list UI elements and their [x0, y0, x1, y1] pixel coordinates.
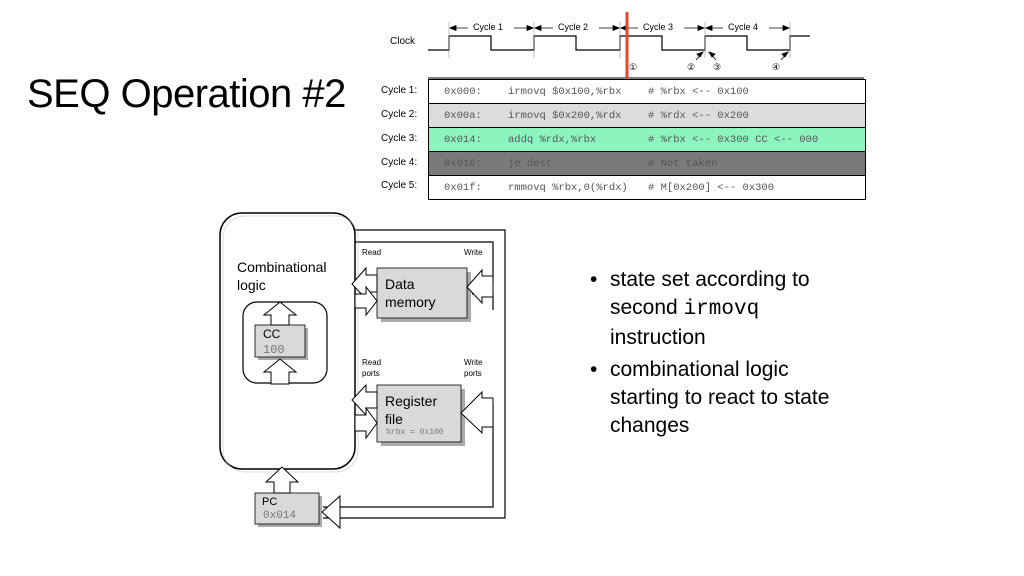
- instruction-address: 0x01f:: [444, 181, 482, 194]
- port-arrows: [264, 266, 494, 530]
- instruction-row: 0x01f: rmmovq %rbx,0(%rdx) # M[0x200] <-…: [429, 176, 865, 199]
- bullet-dot-icon: •: [590, 358, 598, 381]
- cc-label: CC: [263, 327, 281, 341]
- pc-value: 0x014: [263, 510, 297, 522]
- cc-register: [254, 324, 306, 358]
- instruction-row: 0x00a: irmovq $0x200,%rdx # %rdx <-- 0x2…: [429, 104, 865, 128]
- marker-4: ④: [772, 62, 781, 72]
- instruction-comment: # %rbx <-- 0x300 CC <-- 000: [648, 133, 819, 146]
- instruction-table: 0x000: irmovq $0x100,%rbx # %rbx <-- 0x1…: [428, 79, 866, 200]
- instruction-address: 0x000:: [444, 85, 482, 98]
- instruction-op: je dest: [508, 157, 553, 170]
- clock-label: Clock: [390, 36, 416, 47]
- bullet-text: instruction: [610, 326, 706, 349]
- combinational-logic-label: Combinational logic: [237, 259, 327, 293]
- cc-arrows: [262, 301, 298, 385]
- data-memory-block: [376, 267, 468, 319]
- instruction-row: 0x014: addq %rdx,%rbx # %rbx <-- 0x300 C…: [429, 128, 865, 152]
- bullet-item: • combinational logic starting to react …: [590, 356, 850, 440]
- instruction-address: 0x014:: [444, 133, 482, 146]
- cc-value: 100: [263, 343, 285, 357]
- marker-arrows: [695, 51, 789, 61]
- clock-waveform: [428, 35, 810, 51]
- instruction-comment: # M[0x200] <-- 0x300: [648, 181, 775, 194]
- instruction-op: rmmovq %rbx,0(%rdx): [508, 181, 628, 194]
- write-ports-label: Write ports: [464, 358, 483, 378]
- instruction-op: irmovq $0x100,%rbx: [508, 85, 622, 98]
- read-label: Read: [362, 248, 382, 257]
- bullet-text: state set according to second: [610, 268, 810, 319]
- pc-register: [254, 492, 320, 525]
- cycle-row-label: Cycle 2:: [381, 109, 418, 120]
- instruction-row: 0x016: je dest # Not taken: [429, 152, 865, 176]
- bullet-code: irmovq: [683, 298, 760, 321]
- instruction-comment: # %rbx <-- 0x100: [648, 85, 749, 98]
- bullet-dot-icon: •: [590, 268, 598, 291]
- instruction-row: 0x000: irmovq $0x100,%rbx # %rbx <-- 0x1…: [429, 80, 865, 104]
- write-label: Write: [464, 248, 483, 257]
- slide-title: SEQ Operation #2: [27, 72, 346, 116]
- cycle-row-label: Cycle 1:: [381, 85, 418, 96]
- instruction-comment: # Not taken: [648, 157, 718, 170]
- instruction-address: 0x00a:: [444, 109, 482, 122]
- bullet-text: combinational logic starting to react to…: [610, 358, 830, 437]
- cycle-row-label: Cycle 3:: [381, 133, 418, 144]
- bullet-list: • state set according to second irmovq i…: [590, 266, 850, 444]
- instruction-address: 0x016:: [444, 157, 482, 170]
- register-file-block: [376, 384, 462, 443]
- marker-3: ③: [713, 62, 722, 72]
- cycle-2-label: Cycle 2: [558, 22, 589, 32]
- instruction-op: irmovq $0x200,%rdx: [508, 109, 622, 122]
- bullet-item: • state set according to second irmovq i…: [590, 266, 850, 352]
- pc-label: PC: [262, 496, 278, 508]
- data-memory-label: Data memory: [385, 276, 436, 310]
- register-value: %rbx = 0x100: [386, 428, 444, 437]
- instruction-comment: # %rdx <-- 0x200: [648, 109, 749, 122]
- cycle-3-label: Cycle 3: [643, 22, 674, 32]
- cycle-1-label: Cycle 1: [473, 22, 504, 32]
- cycle-row-label: Cycle 4:: [381, 157, 418, 168]
- instruction-op: addq %rdx,%rbx: [508, 133, 597, 146]
- marker-2: ②: [687, 62, 696, 72]
- marker-1: ①: [629, 62, 638, 72]
- cycle-row-label: Cycle 5:: [381, 180, 418, 191]
- register-file-label: Register file: [385, 393, 438, 427]
- read-ports-label: Read ports: [362, 358, 382, 378]
- cycle-4-label: Cycle 4: [728, 22, 759, 32]
